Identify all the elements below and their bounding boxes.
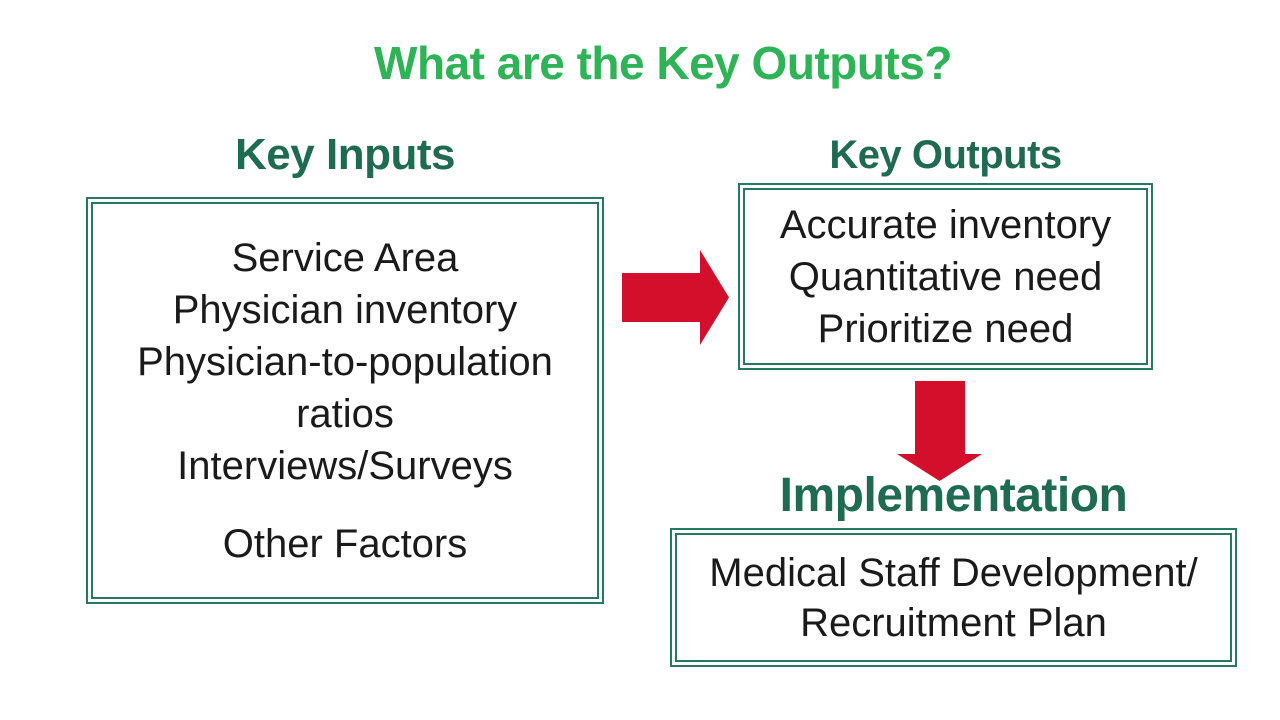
plan-line: Recruitment Plan — [800, 600, 1107, 645]
input-item: Other Factors — [222, 521, 468, 566]
key-inputs-heading: Key Inputs — [235, 130, 455, 179]
implementation-heading: Implementation — [779, 469, 1128, 522]
plan-line: Medical Staff Development/ — [709, 550, 1198, 595]
arrow-right-icon — [622, 250, 729, 345]
input-item: Physician-to-population ratios — [137, 339, 553, 436]
key-inputs-list: Service Area Physician inventory Physici… — [93, 232, 597, 570]
key-outputs-box-inner: Accurate inventory Quantitative need Pri… — [743, 188, 1148, 365]
slide-title: What are the Key Outputs? — [374, 37, 952, 89]
arrow-down-icon — [897, 381, 982, 481]
input-item: Physician inventory — [172, 287, 518, 332]
key-outputs-heading: Key Outputs — [829, 133, 1062, 177]
input-item: Interviews/Surveys — [177, 443, 513, 488]
key-inputs-box-inner: Service Area Physician inventory Physici… — [91, 202, 599, 599]
implementation-box-inner: Medical Staff Development/ Recruitment P… — [675, 533, 1232, 662]
key-outputs-list: Accurate inventory Quantitative need Pri… — [745, 199, 1146, 355]
implementation-plan: Medical Staff Development/ Recruitment P… — [677, 548, 1230, 648]
input-item: Service Area — [231, 235, 459, 280]
output-item: Accurate inventory — [779, 202, 1112, 247]
implementation-box: Medical Staff Development/ Recruitment P… — [670, 528, 1237, 667]
key-inputs-box: Service Area Physician inventory Physici… — [86, 197, 604, 604]
output-item: Quantitative need — [788, 254, 1103, 299]
output-item: Prioritize need — [817, 306, 1074, 351]
key-outputs-box: Accurate inventory Quantitative need Pri… — [738, 183, 1153, 370]
